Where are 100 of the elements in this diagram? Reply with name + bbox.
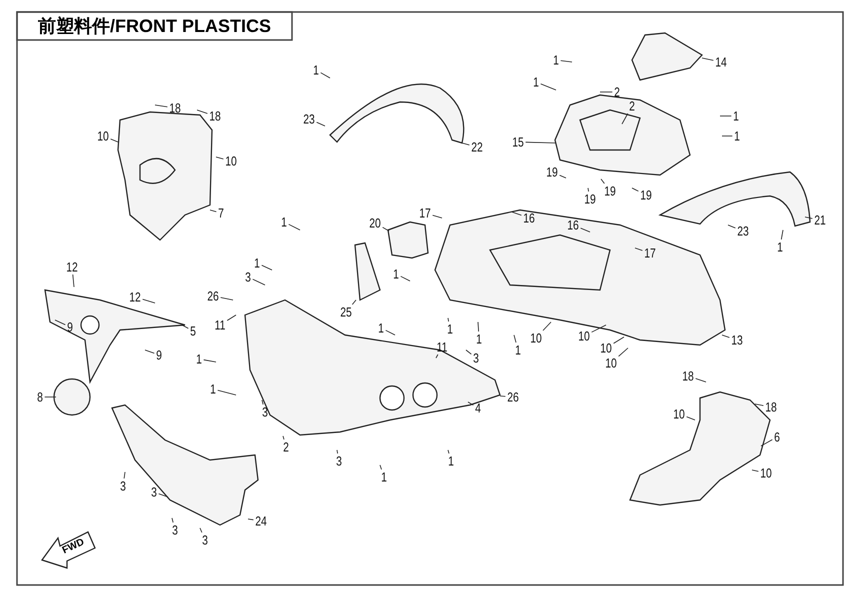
- leader-line: [478, 322, 479, 332]
- callout-number: 10: [96, 130, 110, 142]
- callout-number: 3: [171, 524, 179, 536]
- leader-line: [436, 354, 438, 358]
- leader-line: [124, 472, 126, 479]
- leader-line: [172, 518, 174, 523]
- callout-number: 18: [168, 102, 182, 114]
- callout-number: 23: [302, 112, 316, 126]
- callout-number: 22: [470, 140, 484, 154]
- leader-line: [336, 450, 338, 454]
- callout-number: 18: [208, 110, 222, 122]
- callout-number: 2: [628, 100, 636, 112]
- callout-number: 1: [377, 322, 385, 334]
- leader-line: [512, 212, 522, 216]
- callout-number: 9: [66, 320, 74, 334]
- callout-number: 17: [418, 206, 432, 220]
- callout-number: 11: [214, 318, 226, 332]
- callout-number: 10: [759, 466, 773, 480]
- leader-line: [72, 274, 74, 288]
- callout-number: 11: [436, 340, 448, 354]
- leader-line: [580, 228, 590, 232]
- leader-line: [600, 178, 605, 184]
- leader-line: [252, 278, 266, 286]
- leader-line: [588, 188, 589, 192]
- callout-number: 1: [392, 268, 400, 280]
- callout-number: 1: [280, 216, 288, 228]
- leader-line: [754, 404, 764, 406]
- leader-line: [728, 224, 736, 228]
- callout-number: 3: [335, 454, 343, 468]
- leader-line: [702, 58, 714, 61]
- callout-number: 3: [472, 352, 480, 364]
- callout-number: 16: [566, 218, 580, 232]
- callout-number: 18: [764, 400, 778, 414]
- callout-number: 19: [545, 166, 559, 178]
- callout-number: 9: [155, 348, 163, 362]
- callout-number: 14: [714, 56, 728, 68]
- callout-number: 3: [119, 480, 127, 492]
- leader-line: [158, 493, 168, 498]
- leader-line: [217, 390, 236, 396]
- callout-number: 1: [776, 240, 784, 254]
- leader-line: [210, 210, 217, 212]
- leader-line: [722, 334, 730, 338]
- leader-line: [352, 300, 356, 305]
- leader-line: [618, 348, 628, 357]
- leader-line: [226, 314, 236, 321]
- callout-number: 2: [613, 86, 621, 98]
- callout-number: 1: [732, 110, 740, 122]
- callout-number: 1: [446, 322, 454, 336]
- callout-number: 1: [209, 382, 217, 396]
- callout-number: 16: [522, 212, 536, 224]
- leader-line: [560, 60, 572, 62]
- callout-number: 21: [813, 214, 827, 226]
- callout-number: 23: [736, 224, 750, 238]
- callout-number: 20: [368, 216, 382, 230]
- callout-number: 1: [195, 352, 203, 366]
- arrow-label: FWD: [60, 536, 86, 556]
- leader-line: [804, 216, 813, 219]
- leader-line: [448, 450, 450, 454]
- callout-number: 1: [447, 454, 455, 468]
- callout-number: 12: [128, 290, 142, 304]
- leader-line: [540, 84, 556, 90]
- leader-line: [196, 110, 208, 114]
- leader-line: [448, 318, 449, 322]
- leader-line: [432, 214, 442, 218]
- callout-number: 2: [282, 440, 290, 454]
- leader-line: [216, 156, 224, 160]
- leader-line: [634, 248, 643, 251]
- leader-line: [220, 297, 234, 300]
- callout-number: 1: [733, 130, 741, 142]
- leader-line: [400, 276, 410, 282]
- callout-number: 18: [681, 370, 695, 382]
- leader-line: [382, 226, 390, 232]
- leader-line: [525, 142, 556, 144]
- callout-number: 10: [529, 332, 543, 344]
- leader-line: [613, 336, 624, 344]
- callout-number: 12: [65, 260, 79, 274]
- callout-number: 4: [474, 402, 482, 414]
- leader-line: [44, 396, 56, 398]
- leader-line: [468, 402, 474, 406]
- leader-line: [466, 350, 472, 355]
- callout-number: 13: [730, 334, 744, 346]
- callout-number: 1: [253, 256, 261, 270]
- callout-number: 10: [577, 330, 591, 342]
- leader-line: [686, 416, 696, 420]
- leader-line: [261, 264, 272, 270]
- leader-line: [591, 324, 606, 333]
- leader-line: [780, 230, 784, 240]
- callout-number: 26: [206, 290, 220, 302]
- leader-line: [203, 359, 216, 362]
- callout-number: 10: [599, 342, 613, 354]
- callout-number: 5: [189, 324, 197, 338]
- leader-line: [320, 72, 330, 78]
- leader-line: [462, 142, 470, 146]
- callout-number: 10: [672, 408, 686, 420]
- callout-number: 1: [552, 54, 560, 66]
- leader-line: [142, 298, 156, 304]
- callout-number: 1: [312, 64, 320, 76]
- leader-line: [262, 400, 264, 405]
- leader-line: [200, 528, 202, 533]
- callout-number: 19: [639, 188, 653, 202]
